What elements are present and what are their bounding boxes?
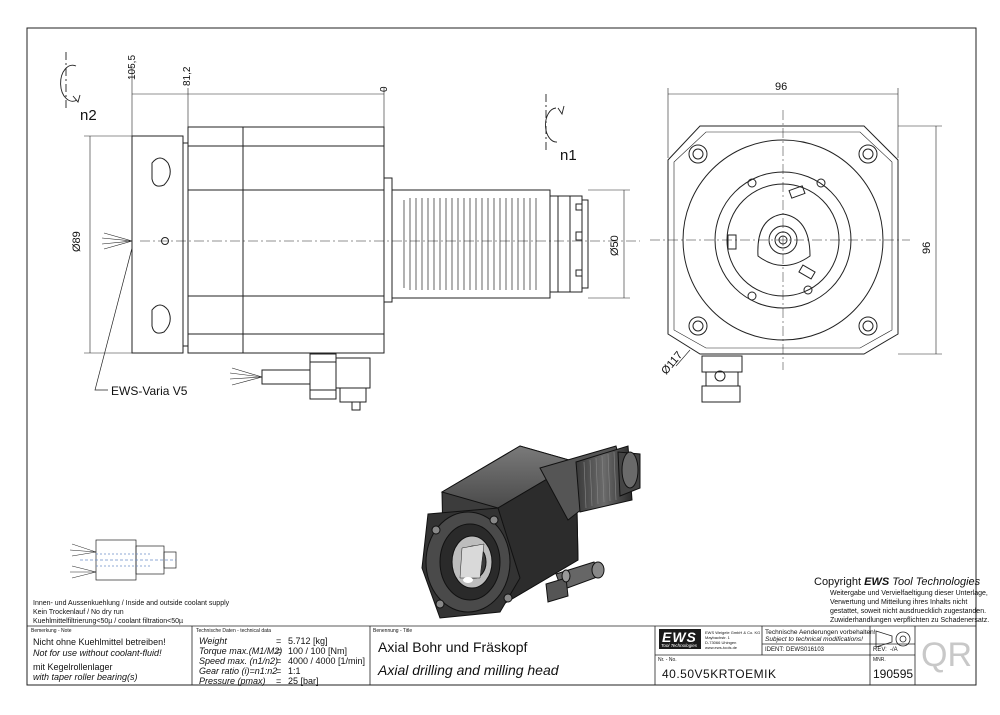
dim-width-96: 96	[775, 81, 788, 93]
note-coolant-3: Kuehlmittelfiltrierung<50µ / coolant fil…	[33, 618, 184, 625]
title-header: Benennung - Title	[373, 628, 413, 634]
qr-placeholder: QR	[921, 636, 972, 674]
company-line-1: EWS Weigele GmbH & Co. KG	[705, 630, 761, 635]
changes-german: Technische Aenderungen vorbehalten!	[765, 629, 876, 636]
tech-value-weight: 5.712 [kg]	[288, 636, 328, 646]
mnr-label: MNR.	[873, 657, 886, 663]
coolant-schematic	[69, 539, 177, 581]
remark-header: Bemerkung - Note	[31, 628, 72, 634]
title-german: Axial Bohr und Fräskopf	[378, 639, 528, 655]
tech-value-pressure: 25 [bar]	[288, 676, 319, 686]
rev-label: REV:	[873, 647, 887, 653]
part-number: 40.50V5KRTOEMIK	[662, 667, 777, 681]
tech-header: Technische Daten - technical data	[196, 628, 272, 634]
company-line-2: Maybachstr. 1	[705, 635, 730, 640]
ews-logo: EWS	[662, 629, 697, 645]
tech-eq-gear-ratio: =	[276, 666, 282, 676]
copyright-line-1: Weitergabe und Vervielfaeltigung dieser …	[830, 590, 988, 597]
copyright-prefix: Copyright	[814, 576, 862, 588]
company-line-4: www.ews-tools.de	[705, 645, 738, 650]
title-block	[27, 625, 976, 685]
tech-eq-speed: =	[276, 656, 282, 666]
side-view	[60, 52, 640, 411]
tech-eq-torque: =	[276, 646, 282, 656]
label-n1: n1	[560, 147, 577, 164]
number-label: Nr. - No.	[658, 657, 677, 663]
tech-eq-pressure: =	[276, 676, 282, 686]
copyright-line-3: gestattet, soweit nicht ausdruecklich zu…	[830, 608, 987, 615]
remark-3: mit Kegelrollenlager	[33, 662, 113, 672]
dim-height-96: 96	[921, 241, 933, 254]
mnr-value: 190595	[873, 667, 914, 681]
remark-4: with taper roller bearing(s)	[33, 672, 138, 682]
copyright-brand: EWS	[864, 576, 890, 588]
label-ews-varia: EWS-Varia V5	[111, 384, 188, 398]
ident-label: IDENT:	[765, 647, 785, 653]
tech-label-gear-ratio: Gear ratio (i)=n1:n2	[199, 666, 278, 676]
remark-1: Nicht ohne Kuehlmittel betreiben!	[33, 637, 166, 647]
dim-81-2: 81,2	[182, 66, 193, 86]
copyright-line-4: Zuwiderhandlungen verpflichten zu Schade…	[830, 617, 990, 624]
ews-logo-sub: Tool Technologies	[661, 643, 697, 648]
remark-2: Not for use without coolant-fluid!	[33, 648, 162, 658]
rotation-arrow-n2	[60, 52, 81, 110]
copyright-line-2: Verwertung und Mitteilung ihres Inhalts …	[830, 599, 968, 606]
note-coolant-1: Innen- und Aussenkuehlung / Inside and o…	[33, 600, 230, 607]
copyright-heading: Copyright EWS Tool Technologies	[814, 577, 980, 588]
tech-value-speed: 4000 / 4000 [1/min]	[288, 656, 366, 666]
tech-label-torque: Torque max.(M1/M2)	[199, 646, 283, 656]
tech-label-weight: Weight	[199, 636, 227, 646]
copyright-suffix: Tool Technologies	[892, 576, 981, 588]
ident-value: DEWS016103	[786, 647, 825, 653]
changes-english: Subject to technical modifications!	[765, 636, 863, 643]
title-english: Axial drilling and milling head	[378, 662, 559, 678]
sheet-border	[26, 27, 977, 686]
tech-eq-weight: =	[276, 636, 282, 646]
rev-value: -/A	[890, 647, 898, 653]
dim-dia-50: Ø50	[609, 235, 621, 256]
note-coolant-2: Kein Trockenlauf / No dry run	[33, 609, 124, 616]
label-n2: n2	[80, 107, 97, 124]
dim-dia-89: Ø89	[71, 231, 83, 252]
tech-value-torque: 100 / 100 [Nm]	[288, 646, 348, 656]
front-view	[650, 88, 942, 403]
rotation-arrow-n1	[545, 94, 565, 150]
tech-label-speed: Speed max. (n1/n2)	[199, 656, 279, 666]
dim-zero: 0	[379, 86, 390, 92]
dim-105-5: 105,5	[127, 54, 138, 80]
isometric-view	[421, 445, 641, 619]
tech-label-pressure: Pressure (pmax)	[199, 676, 266, 686]
company-line-3: D-73066 Uhingen	[705, 640, 737, 645]
tech-value-gear-ratio: 1:1	[288, 666, 301, 676]
